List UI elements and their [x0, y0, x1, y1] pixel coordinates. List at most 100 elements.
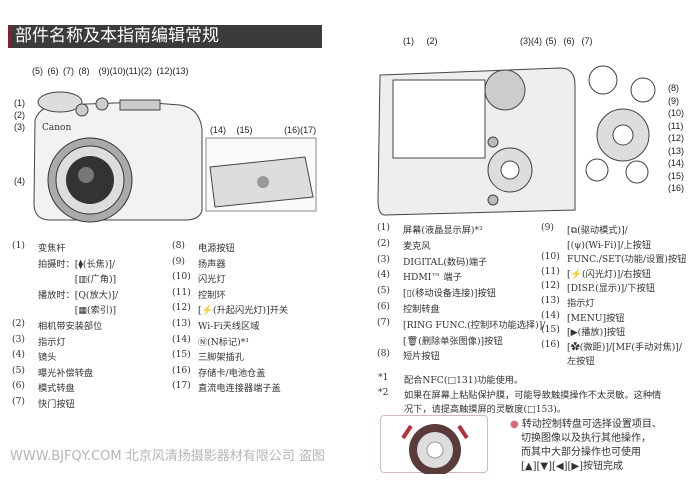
item-number: (9): [541, 222, 555, 233]
list-item: [▥(广角)]: [12, 271, 116, 285]
list-item: (16) [✿(微距)]/[MF(手动对焦)]/: [541, 339, 682, 353]
item-number: (9): [172, 255, 186, 267]
list-item: [(ψ)(Wi-Fi)]/上按钮: [541, 237, 651, 251]
item-label: 快门按钮: [38, 399, 75, 410]
item-number: (2): [12, 318, 26, 329]
item-number: (14): [541, 309, 560, 321]
list-item: (8)短片按钮: [377, 348, 440, 362]
item-number: (7): [377, 316, 391, 328]
callout: (1): [14, 98, 25, 108]
item-label: 闪光灯: [198, 274, 226, 286]
front-callouts-top: (5) (6) (7) (8) (9)(10)(11)(2) (12)(13): [32, 66, 189, 76]
item-number: (11): [172, 286, 191, 298]
item-number: (3): [12, 333, 26, 345]
list-item: 左按钮: [541, 353, 595, 367]
callout: (4): [14, 176, 25, 186]
item-number: [12, 302, 38, 316]
callout: (16): [668, 183, 685, 193]
callout: (15): [668, 170, 685, 181]
item-label: HDMI™ 端子: [403, 272, 462, 284]
callout: (3): [14, 122, 25, 132]
camera-front-illustration: Canon: [33, 91, 203, 223]
item-label: 镜头: [38, 352, 57, 364]
list-item: (12) [⚡(升起闪光灯)]开关: [172, 302, 288, 316]
item-number: (11): [541, 265, 560, 277]
callout: (12): [668, 133, 685, 143]
item-label: [(ψ)(Wi-Fi)]/上按钮: [567, 239, 652, 251]
back-callouts-top-2: (3)(4) (5) (6) (7): [520, 36, 593, 46]
item-number: *1: [378, 372, 389, 383]
callout: (11): [668, 120, 684, 131]
list-item: (8)电源按钮: [172, 240, 235, 254]
item-label: [▯(移动设备连接)]按钮: [403, 288, 496, 300]
list-item: 况下，请提高触摸屏的灵敏度(□153)。: [378, 401, 566, 415]
item-label: [⧉(驱动模式)]/: [567, 225, 628, 236]
list-item: (10)闪光灯: [172, 271, 226, 285]
list-item: (5)[▯(移动设备连接)]按钮: [377, 285, 496, 299]
item-number: (14): [172, 333, 191, 345]
item-label: 曝光补偿转盘: [38, 367, 94, 379]
list-item: (4)镜头: [12, 349, 56, 363]
page-title: 部件名称及本指南编辑常规: [15, 26, 219, 46]
item-label: 直流电连接器端子盖: [198, 383, 281, 395]
item-number: (15): [541, 324, 560, 336]
item-label: 指示灯: [567, 298, 595, 309]
camera-back-illustration: [377, 65, 656, 216]
item-label: 播放时：[Q(放大)]/: [38, 289, 119, 301]
item-number: (1): [377, 222, 391, 233]
item-number: *2: [378, 386, 389, 398]
list-item: *1 配合NFC(□131)功能使用。: [378, 372, 523, 386]
item-number: (16): [541, 338, 560, 350]
list-item: (3)指示灯: [12, 334, 66, 348]
item-label: 模式转盘: [38, 383, 75, 395]
item-label: 扬声器: [198, 258, 226, 270]
item-label: FUNC./SET(功能/设置)按钮: [567, 254, 687, 266]
item-label: [✿(微距)]/[MF(手动对焦)]/: [567, 341, 682, 353]
item-number: (12): [172, 302, 191, 314]
item-number: (7): [12, 396, 26, 407]
list-item: (10)FUNC./SET(功能/设置)按钮: [541, 251, 686, 265]
watermark: WWW.BJFQY.COM 北京风清扬摄影器材有限公司 盗图: [10, 449, 325, 464]
list-item: (9) [⧉(驱动模式)]/: [541, 222, 628, 236]
item-label: [⚡(升起闪光灯)]开关: [198, 305, 289, 317]
item-label: [MENU]按钮: [567, 312, 625, 324]
list-item: (3)DIGITAL(数码)端子: [377, 254, 487, 268]
item-label: 存储卡/电池仓盖: [198, 367, 266, 379]
item-label: [▥(广角)]: [38, 274, 117, 286]
item-label: [▦(索引)]: [38, 305, 117, 317]
callout: (9): [668, 95, 679, 106]
item-number: (5): [12, 364, 26, 376]
list-item: (11)控制环: [172, 287, 226, 301]
list-item: 拍摄时：[⧫(长焦)]/: [12, 256, 115, 270]
list-item: (11)[⚡(闪光灯)]/右按钮: [541, 266, 651, 280]
callout: (10): [668, 108, 685, 118]
list-item: [▦(索引)]: [12, 302, 116, 316]
item-number: [378, 401, 404, 415]
list-item: (7) 快门按钮: [12, 396, 75, 410]
item-label: 拍摄时：[⧫(长焦)]/: [38, 258, 116, 270]
list-item: (15)三脚架插孔: [172, 349, 244, 363]
item-number: (13): [172, 318, 191, 329]
tip-bullet: ● 转动控制转盘可选择设置项目、 切换图像以及执行其他操作， 而其中大部分操作也…: [510, 418, 662, 474]
item-number: (3): [377, 253, 391, 265]
callout: (2): [14, 110, 25, 120]
list-item: (7)[RING FUNC.(控制环功能选择)]/: [377, 317, 545, 331]
item-number: [12, 271, 38, 285]
inset-callouts: (14) (15) (16)(17): [210, 125, 317, 135]
item-number: (6): [12, 380, 26, 392]
tip-line: 转动控制转盘可选择设置项目、: [521, 419, 662, 430]
item-label: 屏幕(液晶显示屏)*²: [403, 225, 483, 236]
section-header: 部件名称及本指南编辑常规: [8, 25, 322, 48]
item-label: 配合NFC(□131)功能使用。: [404, 375, 524, 386]
list-item: (5) 曝光补偿转盘: [12, 365, 93, 379]
list-item: (6)控制转盘: [377, 301, 440, 315]
camera-bottom-inset: [205, 137, 317, 212]
list-item: (1) 屏幕(液晶显示屏)*²: [377, 222, 483, 236]
item-number: (17): [172, 380, 191, 392]
list-item: 播放时：[Q(放大)]/: [12, 287, 118, 301]
list-item: (13)指示灯: [541, 295, 595, 309]
control-dial-icon: [401, 424, 469, 474]
item-number: (6): [377, 301, 391, 312]
list-item: (4)HDMI™ 端子: [377, 269, 462, 283]
